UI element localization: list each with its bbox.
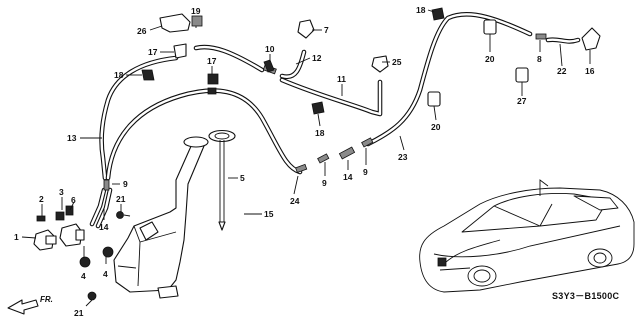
callout-9: 9 — [322, 178, 327, 188]
callout-14: 14 — [99, 222, 109, 232]
washer-pumps — [33, 205, 131, 301]
callout-19: 19 — [191, 6, 201, 16]
callout-4: 4 — [103, 269, 108, 279]
callout-27: 27 — [517, 96, 527, 106]
callout-25: 25 — [392, 57, 402, 67]
callout-21: 21 — [74, 308, 84, 318]
callout-2: 2 — [39, 194, 44, 204]
callout-26: 26 — [137, 26, 147, 36]
callout-20: 20 — [485, 54, 495, 64]
callout-11: 11 — [337, 74, 346, 84]
front-direction-label: FR. — [40, 295, 53, 304]
callout-22: 22 — [557, 66, 567, 76]
washer-tubes — [89, 12, 581, 229]
callout-9: 9 — [123, 179, 128, 189]
front-arrow-icon — [7, 299, 39, 315]
callout-18: 18 — [416, 5, 426, 15]
callout-7: 7 — [324, 25, 329, 35]
callout-6: 6 — [71, 195, 76, 205]
callout-18: 18 — [114, 70, 124, 80]
callout-14: 14 — [343, 172, 353, 182]
callout-21: 21 — [116, 194, 126, 204]
leader-lines — [21, 9, 591, 307]
callout-10: 10 — [265, 44, 275, 54]
callout-24: 24 — [290, 196, 300, 206]
callout-1: 1 — [14, 232, 19, 242]
clips-and-nozzles — [141, 7, 601, 115]
callout-17: 17 — [207, 56, 217, 66]
callout-3: 3 — [59, 187, 64, 197]
callout-8: 8 — [537, 54, 542, 64]
callout-16: 16 — [585, 66, 595, 76]
vehicle-location-illustration — [419, 179, 635, 293]
washer-reservoir-tank — [113, 129, 236, 299]
callout-12: 12 — [312, 53, 322, 63]
callout-20: 20 — [431, 122, 441, 132]
front-direction-indicator: FR. — [7, 295, 53, 315]
callout-labels: 1 2 3 4 4 5 6 7 8 9 9 9 10 11 12 13 14 1… — [14, 5, 595, 318]
callout-5: 5 — [240, 173, 245, 183]
callout-17: 17 — [148, 47, 158, 57]
callout-9: 9 — [363, 167, 368, 177]
diagram-code: S3Y3－B1500C — [552, 291, 620, 301]
callout-23: 23 — [398, 152, 408, 162]
callout-4: 4 — [81, 271, 86, 281]
callout-15: 15 — [264, 209, 274, 219]
callout-13: 13 — [67, 133, 77, 143]
callout-18: 18 — [315, 128, 325, 138]
